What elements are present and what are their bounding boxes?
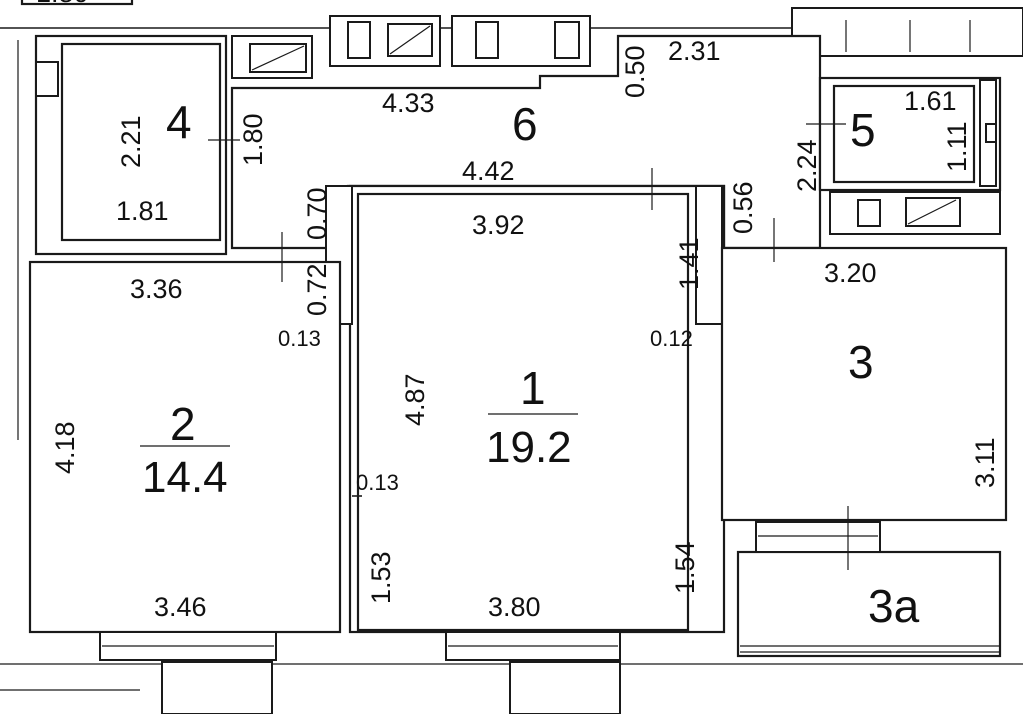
- dim-r1-154: 1.54: [670, 541, 700, 594]
- room-2-number: 2: [170, 398, 196, 450]
- dim-013a: 0.13: [278, 326, 321, 351]
- dim-r6-top: 2.31: [668, 36, 721, 66]
- dim-r1-153: 1.53: [366, 551, 396, 604]
- dim-r1-top: 3.92: [472, 210, 525, 240]
- room-3-number: 3: [848, 336, 874, 388]
- dim-072: 0.72: [302, 263, 332, 316]
- room-5-outline: [818, 76, 1002, 235]
- dim-r4-side: 1.80: [238, 113, 268, 166]
- dim-r5-w: 1.61: [904, 86, 957, 116]
- dim-r6-step: 0.50: [620, 45, 650, 98]
- dim-r4-h: 2.21: [116, 115, 146, 168]
- room-1-outline: [325, 184, 726, 634]
- dim-r6-inner: 4.42: [462, 156, 515, 186]
- room-3-outline: [720, 246, 1008, 522]
- room-3a-number: 3а: [868, 580, 920, 632]
- dim-r1-012: 0.12: [650, 326, 693, 351]
- room-1-number: 1: [520, 362, 546, 414]
- dim-r2-top: 3.36: [130, 274, 183, 304]
- room-2-outline: [28, 260, 342, 634]
- room-6-number: 6: [512, 98, 538, 150]
- room-1-area: 19.2: [486, 423, 572, 472]
- dim-r6-gap: 0.56: [728, 181, 758, 234]
- windows: [99, 631, 621, 714]
- dimension-ticks: [140, 123, 849, 570]
- top-fixtures: [329, 7, 1023, 67]
- top-cut-label-frame: [20, 0, 134, 6]
- room-2-area: 14.4: [142, 453, 228, 502]
- dim-r6-len: 4.33: [382, 88, 435, 118]
- dim-top-cut: 1.80: [36, 0, 89, 8]
- room-4-number: 4: [166, 96, 192, 148]
- dim-r2-bottom: 3.46: [154, 592, 207, 622]
- dim-r4-w: 1.81: [116, 196, 169, 226]
- dim-r5-h: 1.11: [942, 121, 972, 172]
- dim-r3-top: 3.20: [824, 258, 877, 288]
- room-4-outline: [34, 34, 313, 256]
- balcony-3a-outline: [736, 521, 1002, 658]
- dim-r6-h: 2.24: [792, 139, 822, 192]
- dim-r1-bottom: 3.80: [488, 592, 541, 622]
- dim-r1-141: 1.41: [674, 237, 704, 290]
- dim-r2-h: 4.18: [50, 421, 80, 474]
- dim-r1-h: 4.87: [400, 373, 430, 426]
- dim-r3-h: 3.11: [970, 437, 1000, 488]
- dim-013b: 0.13: [356, 470, 399, 495]
- room-5-number: 5: [850, 104, 876, 156]
- dim-070: 0.70: [302, 187, 332, 240]
